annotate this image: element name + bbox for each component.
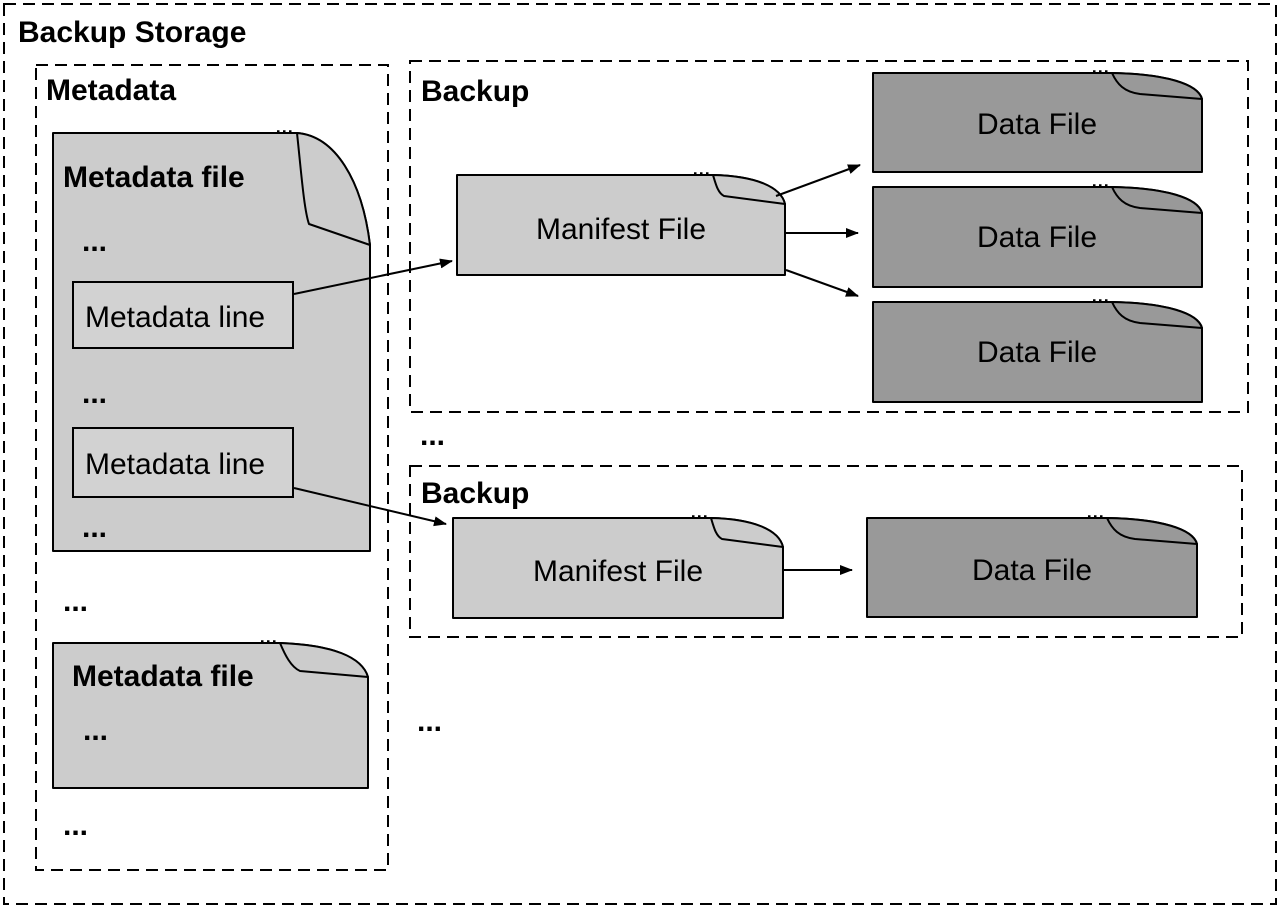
backup-2-label: Backup bbox=[421, 477, 529, 510]
metadata-line-1-label: Metadata line bbox=[85, 301, 265, 334]
data-file-1-label: Data File bbox=[977, 108, 1097, 141]
data-file-2-label: Data File bbox=[977, 221, 1097, 254]
metadata-file-1-fold bbox=[296, 132, 371, 246]
metadata-file-1-ellipsis-bottom: ... bbox=[82, 511, 107, 544]
metadata-file-2-ellipsis: ... bbox=[83, 714, 108, 747]
manifest-file-2-label: Manifest File bbox=[533, 555, 703, 588]
backup-storage-label: Backup Storage bbox=[18, 16, 246, 49]
manifest-file-1-fold bbox=[712, 174, 786, 205]
backups-ellipsis-end: ... bbox=[417, 705, 442, 738]
backups-ellipsis-between: ... bbox=[420, 419, 445, 452]
data-file-3-fold bbox=[1111, 301, 1203, 329]
manifest-file-2-fold bbox=[710, 517, 784, 548]
arrow-manifest1-to-datafile3 bbox=[785, 269, 859, 297]
metadata-file-2-title: Metadata file bbox=[72, 660, 254, 693]
metadata-ellipsis-between-files: ... bbox=[63, 585, 88, 618]
metadata-container bbox=[35, 64, 389, 871]
data-file-1-fold bbox=[1111, 72, 1203, 100]
metadata-line-2-label: Metadata line bbox=[85, 448, 265, 481]
metadata-file-1-title: Metadata file bbox=[63, 161, 245, 194]
arrow-manifest1-to-datafile1 bbox=[775, 164, 861, 197]
metadata-line-2-box bbox=[72, 427, 294, 498]
manifest-file-1-label: Manifest File bbox=[536, 213, 706, 246]
metadata-line-1-box bbox=[72, 281, 294, 349]
data-file-3-label: Data File bbox=[977, 336, 1097, 369]
backup-2-container bbox=[409, 465, 1243, 638]
metadata-file-2-fold bbox=[279, 642, 369, 678]
data-file-4-label: Data File bbox=[972, 554, 1092, 587]
metadata-ellipsis-end: ... bbox=[63, 809, 88, 842]
metadata-file-1-ellipsis-top: ... bbox=[82, 225, 107, 258]
data-file-4-fold bbox=[1106, 517, 1198, 545]
backup-storage-container bbox=[3, 3, 1277, 905]
backup-1-label: Backup bbox=[421, 75, 529, 108]
metadata-file-1-ellipsis-mid: ... bbox=[82, 377, 107, 410]
backup-1-container bbox=[409, 60, 1249, 413]
data-file-2-fold bbox=[1111, 186, 1203, 214]
arrow-metadata-line2-to-manifest2 bbox=[293, 487, 447, 527]
metadata-label: Metadata bbox=[46, 74, 176, 107]
arrow-metadata-line1-to-manifest1 bbox=[293, 258, 453, 295]
